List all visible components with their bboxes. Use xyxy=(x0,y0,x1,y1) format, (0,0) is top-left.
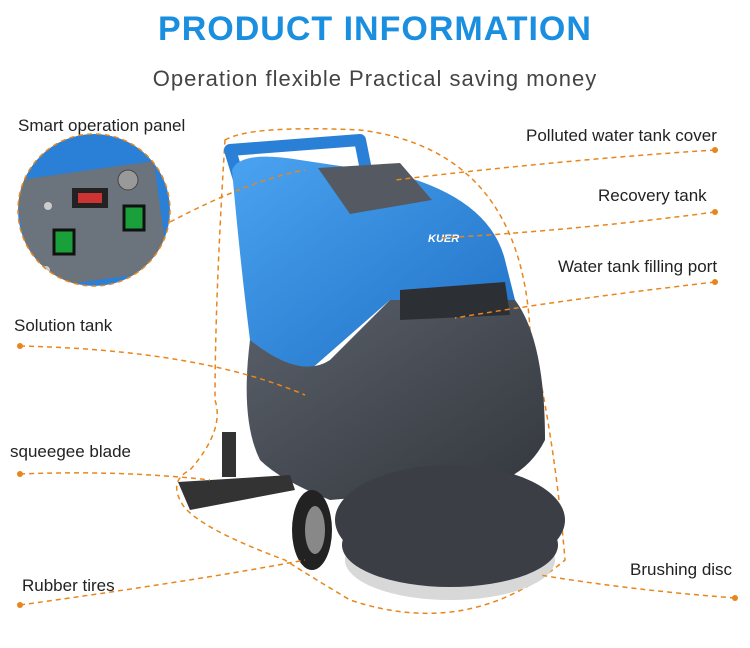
machine-dashed-outline xyxy=(175,128,566,615)
label-polluted-cover: Polluted water tank cover xyxy=(526,126,717,145)
tank-cover xyxy=(318,163,432,214)
page-title: PRODUCT INFORMATION xyxy=(158,10,592,48)
solution-tank-body xyxy=(246,300,545,500)
page-subtitle: Operation flexible Practical saving mone… xyxy=(152,66,598,91)
label-rubber-tires: Rubber tires xyxy=(22,576,115,595)
squeegee-assembly xyxy=(178,475,295,510)
label-recovery-tank: Recovery tank xyxy=(598,186,707,205)
label-smart-panel: Smart operation panel xyxy=(18,116,186,135)
label-brushing-disc: Brushing disc xyxy=(630,560,733,579)
front-port xyxy=(400,282,510,320)
leader-dots xyxy=(17,147,738,608)
panel-closeup xyxy=(18,134,170,286)
label-solution-tank: Solution tank xyxy=(14,316,113,335)
recovery-tank-body xyxy=(232,156,515,372)
leader-lines xyxy=(19,149,736,606)
brand-logo: KUER xyxy=(428,233,459,245)
label-squeegee: squeegee blade xyxy=(10,442,132,461)
label-filling-port: Water tank filling port xyxy=(558,257,718,276)
